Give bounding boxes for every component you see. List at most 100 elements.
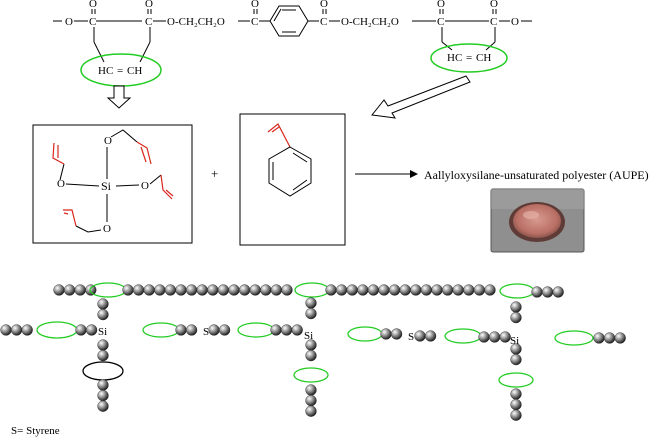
chain-bead — [196, 284, 208, 296]
end-oxygen-right: O — [511, 16, 519, 28]
carbonyl-oxygen-1: O — [89, 0, 97, 10]
chain-bead — [281, 324, 293, 336]
chain-bead — [410, 284, 422, 296]
carbonyl-carbon-3: C — [251, 16, 258, 28]
chain-bead — [97, 298, 109, 310]
chain-bead — [11, 324, 23, 336]
chain-bead — [380, 328, 392, 340]
chain-bead — [74, 284, 86, 296]
s-label-1: S — [203, 326, 209, 338]
aupe-sample-photo — [490, 188, 585, 253]
end-oxygen-left: O — [65, 16, 73, 28]
styrene-molecule-box — [239, 113, 346, 246]
vinyl-hc-left: HC — [98, 65, 113, 77]
chain-bead — [593, 332, 605, 344]
chain-bead — [510, 301, 522, 313]
chain-bead — [97, 350, 109, 362]
si-label-1: Si — [98, 326, 107, 338]
chain-bead — [473, 284, 486, 296]
vinyl-ch-left: CH — [127, 65, 142, 77]
si-label-2: Si — [304, 330, 313, 342]
chain-bead — [219, 324, 231, 336]
plus-sign: + — [211, 166, 218, 181]
chain-bead — [249, 284, 261, 296]
product-arrow — [355, 170, 418, 178]
chain-bead — [478, 331, 490, 343]
chain-bead — [0, 324, 12, 336]
unsaturation-ellipse — [142, 322, 180, 338]
chain-bead — [239, 284, 251, 296]
chain-bead — [53, 284, 65, 296]
chain-bead — [164, 284, 177, 296]
chain-bead — [85, 284, 97, 296]
unsaturation-ellipse — [554, 330, 594, 346]
chain-bead — [346, 284, 358, 296]
chain-bead — [399, 284, 411, 296]
silicon-atom: Si — [101, 179, 112, 193]
chain-bead — [97, 309, 109, 321]
chain-bead — [305, 297, 317, 309]
chain-bead — [425, 330, 437, 342]
chain-bead — [228, 284, 240, 296]
styrene-benzene-ring — [268, 146, 312, 197]
chain-bead — [325, 284, 337, 296]
chain-bead — [442, 284, 454, 296]
chain-bead — [154, 284, 166, 296]
chain-bead — [391, 328, 403, 340]
carbonyl-carbon-5: C — [437, 16, 444, 28]
chain-bead — [305, 384, 317, 396]
chain-bead — [122, 284, 134, 296]
chain-bead — [378, 284, 390, 296]
carbonyl-carbon-2: C — [145, 16, 152, 28]
chain-bead — [420, 284, 433, 296]
chain-bead — [143, 284, 155, 296]
chain-bead — [389, 284, 401, 296]
unsaturation-ellipse — [237, 322, 275, 338]
chain-bead — [489, 331, 501, 343]
unsaturation-ellipse — [294, 282, 330, 298]
oxygen-left: O — [57, 178, 65, 190]
oxygen-top: O — [104, 135, 112, 147]
styrene-legend: S= Styrene — [11, 425, 60, 437]
chain-bead — [357, 284, 369, 296]
unsaturation-ellipse — [498, 372, 534, 388]
chain-bead — [21, 324, 33, 336]
chain-bead — [484, 284, 496, 296]
carbonyl-carbon-4: C — [320, 16, 327, 28]
product-label: Aallyloxysilane-unsaturated polyester (A… — [424, 168, 649, 182]
unsaturation-ellipse — [347, 326, 383, 342]
chain-bead — [541, 286, 554, 298]
glycol-segment-2: O-CH₂CH₂O — [341, 16, 399, 28]
chain-bead — [431, 284, 443, 296]
chain-bead — [305, 350, 317, 362]
oxygen-bottom: O — [103, 223, 111, 235]
chain-bead — [75, 324, 87, 336]
glycol-segment-1: O-CH₂CH₂O — [167, 16, 225, 28]
chain-bead — [531, 286, 543, 298]
carbonyl-oxygen-6: O — [490, 0, 498, 10]
allyloxysilane-molecule-box: Si O O O O — [32, 124, 193, 244]
chain-bead — [133, 284, 145, 296]
carbonyl-carbon-1: C — [89, 16, 96, 28]
chain-bead — [207, 284, 219, 296]
benzene-ring — [269, 5, 309, 37]
vinyl-ch-right: CH — [476, 52, 491, 64]
unsaturation-ellipse — [36, 321, 78, 339]
chain-bead — [63, 284, 76, 296]
chain-bead — [260, 284, 272, 296]
chain-bead — [270, 324, 282, 336]
chain-bead — [336, 284, 348, 296]
carbonyl-carbon-6: C — [490, 16, 497, 28]
allyl-groups — [52, 141, 174, 227]
chain-bead — [499, 331, 511, 343]
si-label-3: Si — [510, 335, 519, 347]
chain-bead — [510, 409, 522, 421]
chain-bead — [510, 388, 522, 400]
unsaturation-ellipse — [82, 361, 124, 381]
vinyl-bond-left: = — [117, 65, 123, 77]
chain-bead — [281, 284, 293, 296]
chain-bead — [97, 379, 109, 391]
unsaturation-ellipse — [499, 283, 535, 299]
chain-bead — [291, 324, 303, 336]
chain-bead — [305, 405, 317, 417]
